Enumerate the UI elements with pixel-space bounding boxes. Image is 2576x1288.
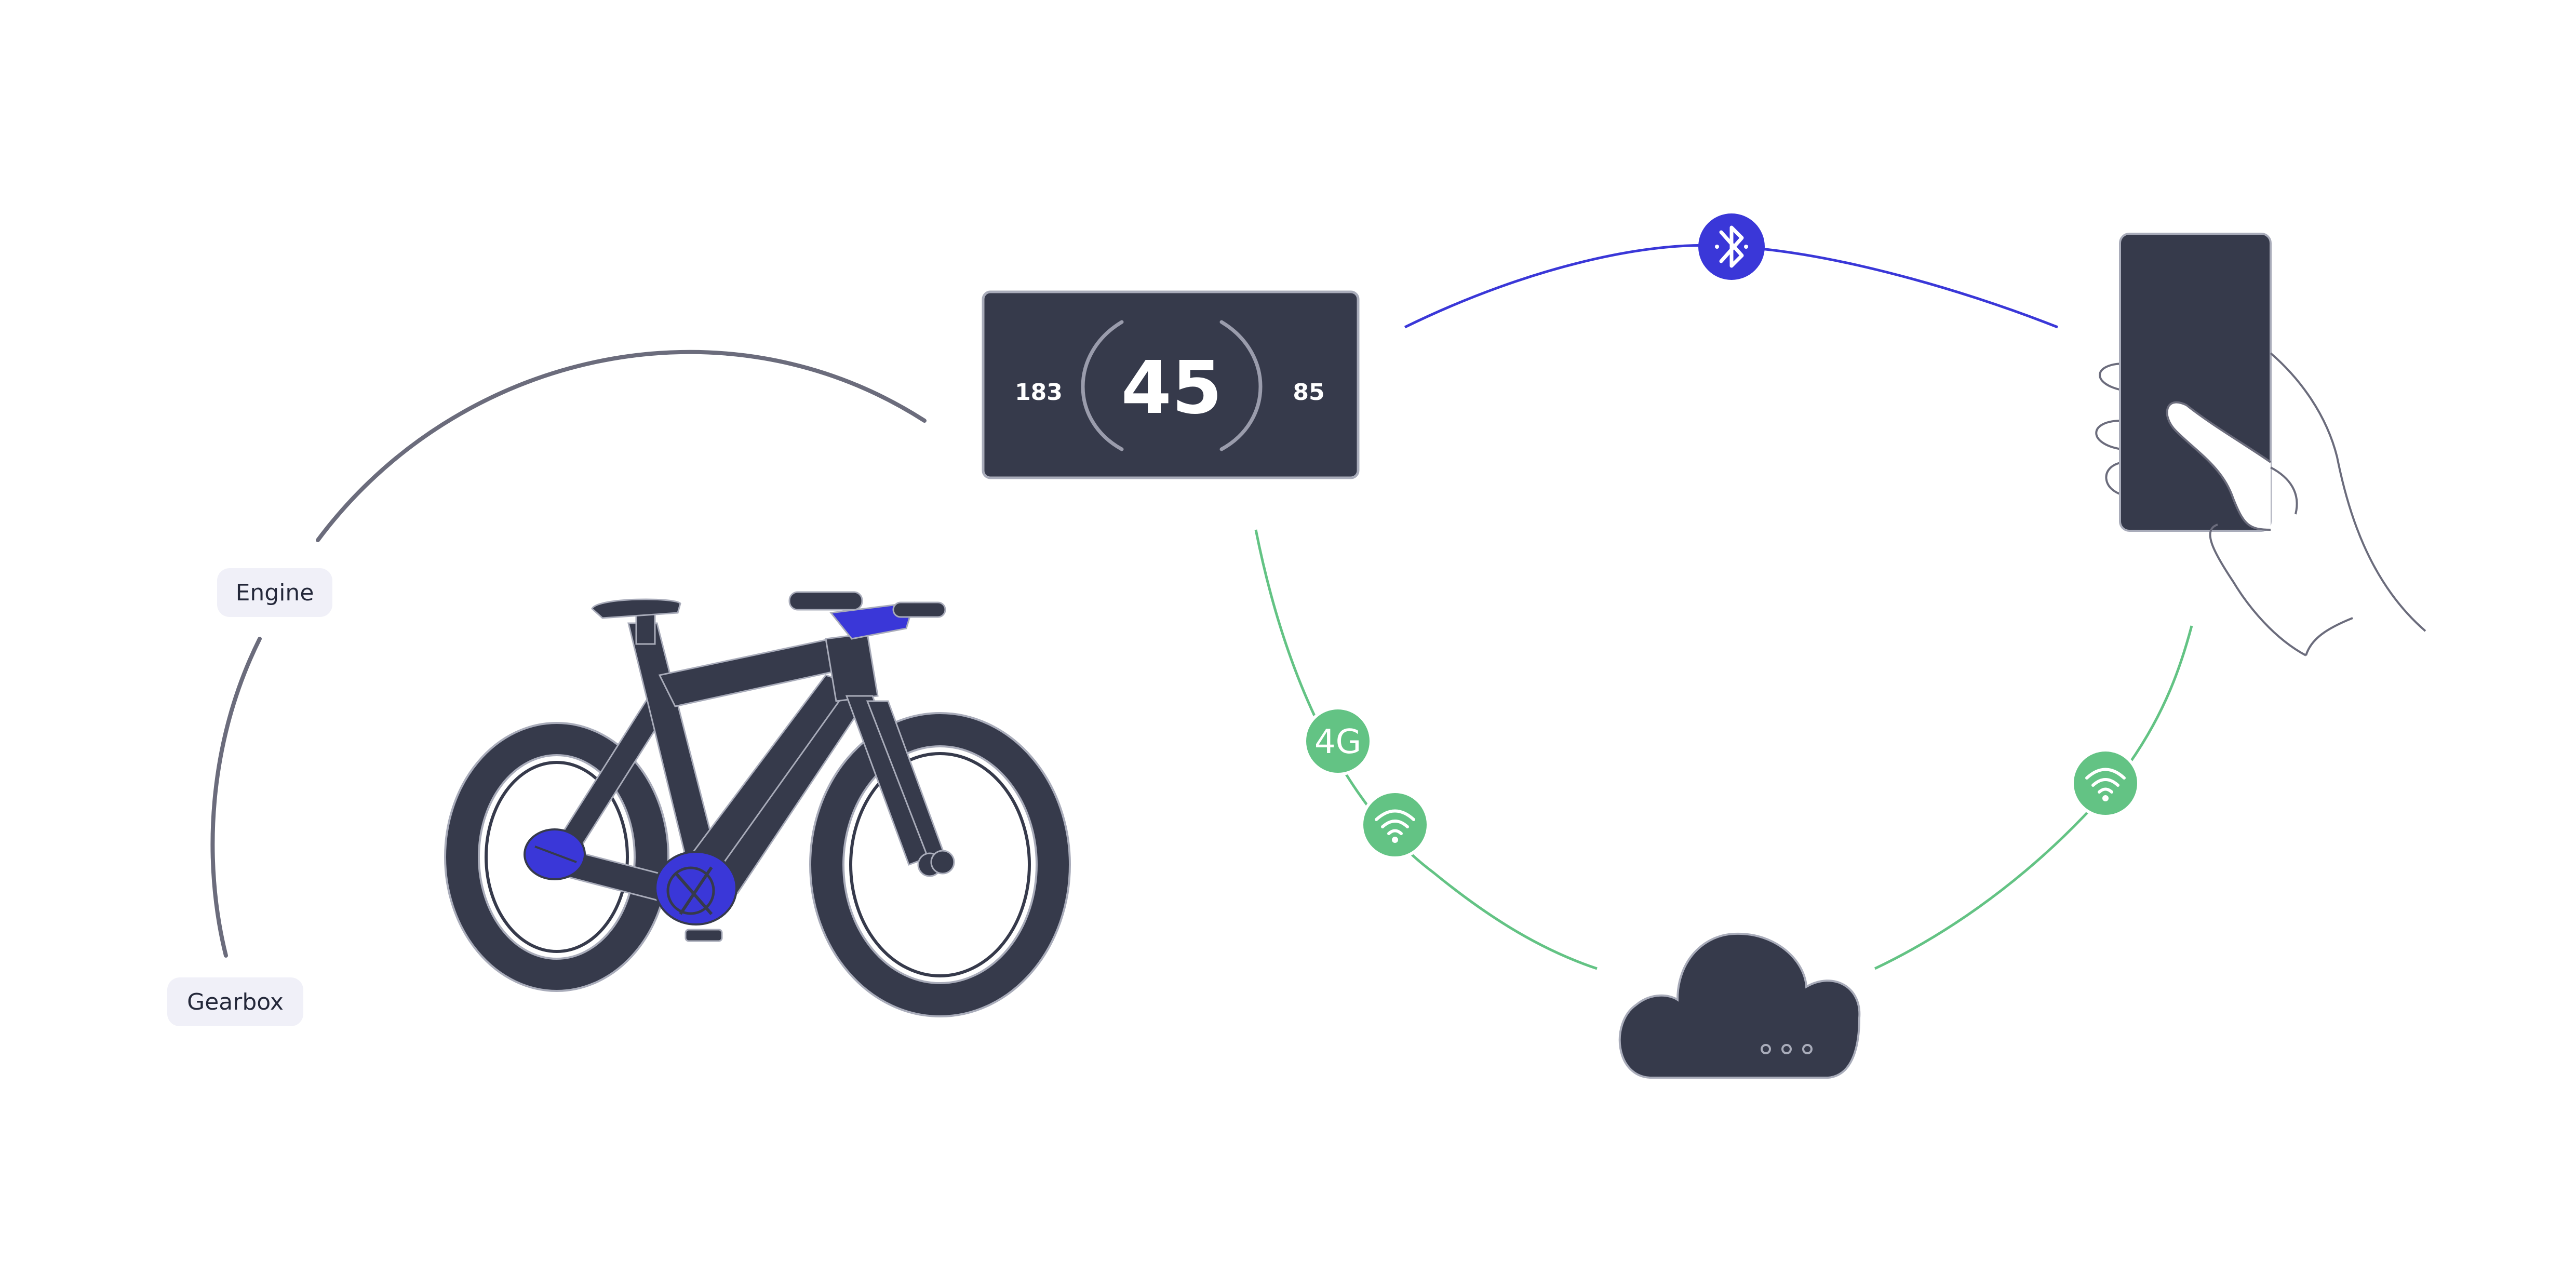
wifi-icon-left [1360, 790, 1430, 860]
bike-dashboard-display: 183 45 85 [982, 290, 1360, 479]
wifi-connection-arc [1874, 625, 2193, 970]
dashboard-right-value: 85 [1293, 379, 1324, 406]
dashboard-right-bracket [1219, 320, 1263, 451]
bluetooth-icon [1698, 213, 1765, 280]
engine-label: Engine [217, 568, 332, 617]
engine-label-text: Engine [236, 580, 314, 606]
gearbox-label-text: Gearbox [187, 989, 284, 1015]
wifi-icon-right [2071, 748, 2140, 818]
dashboard-left-value: 183 [1015, 379, 1063, 406]
engine-connection-arc [316, 350, 927, 542]
cellular-4g-label: 4G [1314, 723, 1361, 761]
cloud-icon [1618, 932, 1861, 1079]
ebike-illustration [444, 591, 1071, 1017]
dashboard-left-bracket [1081, 320, 1124, 451]
gearbox-label: Gearbox [167, 977, 303, 1026]
cellular-4g-icon: 4G [1303, 706, 1373, 776]
dashboard-speed: 45 [1121, 346, 1223, 431]
smartphone-in-hand [2095, 233, 2426, 656]
gearbox-connection-arc [210, 637, 262, 958]
